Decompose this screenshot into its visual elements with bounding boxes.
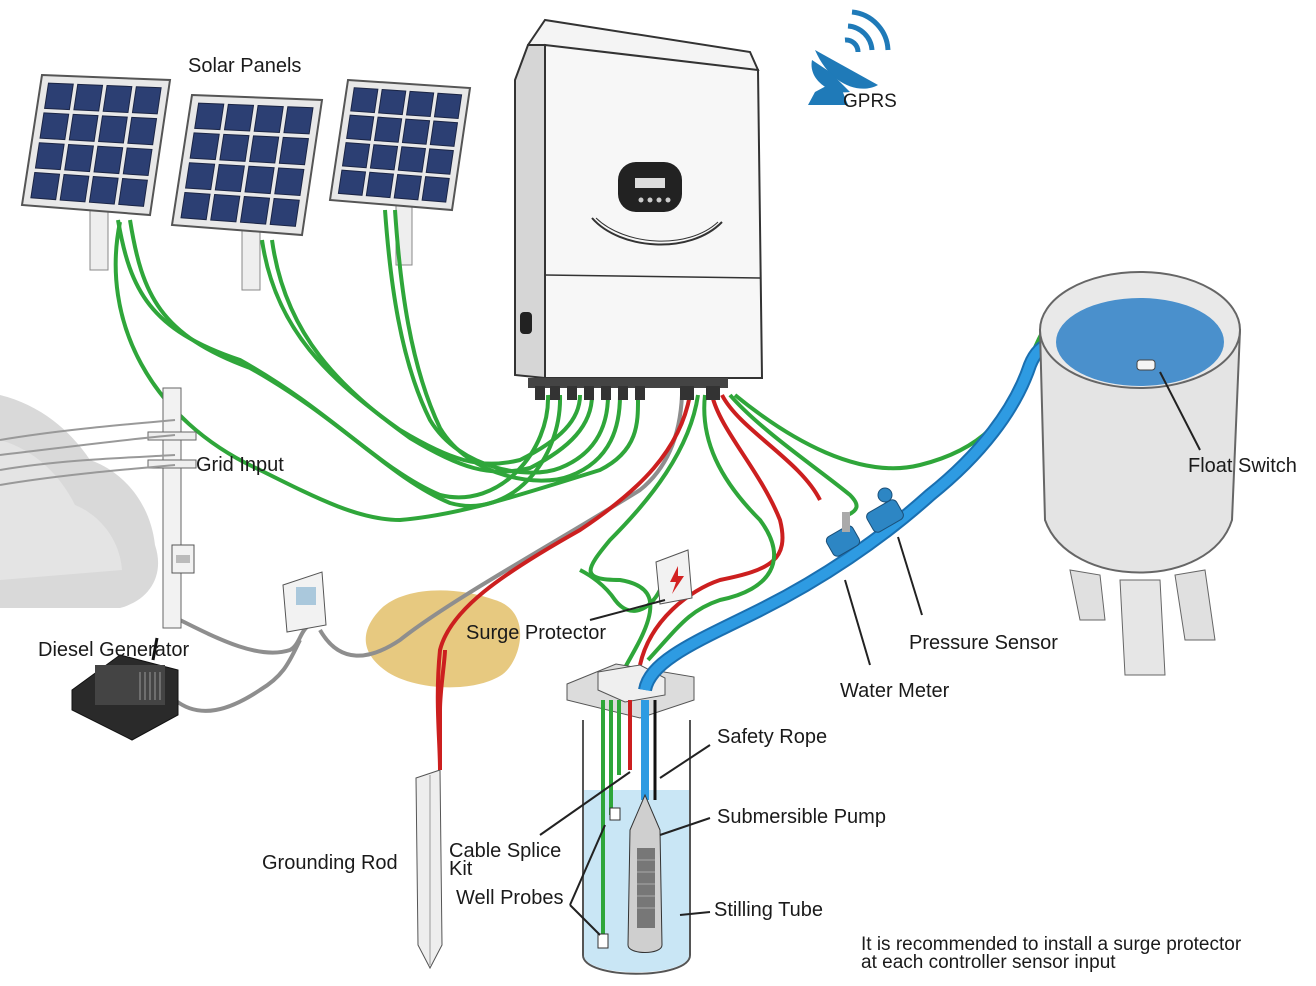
label-grid-input: Grid Input	[196, 454, 284, 476]
water-meter-leader	[844, 579, 871, 666]
tank-water	[1056, 298, 1224, 386]
solar-cell	[337, 169, 367, 196]
solar-cell	[397, 146, 427, 173]
cloud-shape-inner	[0, 440, 122, 580]
solar-cell	[93, 145, 124, 175]
label-grounding-rod: Grounding Rod	[262, 852, 398, 874]
solar-cell	[59, 174, 90, 203]
solar-cell	[341, 142, 371, 169]
solar-cell	[210, 194, 241, 223]
float-switch-device	[1136, 359, 1156, 371]
note-line-2: at each controller sensor input	[861, 952, 1116, 974]
solar-cell	[98, 115, 128, 144]
label-float-switch: Float Switch	[1188, 455, 1297, 477]
solar-cables	[113, 209, 641, 523]
solar-cell	[373, 116, 403, 143]
solar-cell	[253, 105, 284, 133]
solar-cell	[393, 173, 422, 201]
well-probe-high	[609, 807, 621, 821]
solar-cell	[73, 83, 104, 112]
label-diesel-generator: Diesel Generator	[38, 639, 190, 661]
solar-cell	[249, 135, 280, 164]
solar-cell	[34, 142, 65, 171]
submersible-pump	[627, 793, 663, 953]
solar-cell	[346, 114, 375, 141]
solar-cell	[131, 86, 162, 115]
solar-cell	[378, 89, 407, 116]
recommendation-note: It is recommended to install a surge pro…	[861, 934, 1242, 974]
surge-protector-box	[589, 549, 693, 621]
solar-cell	[39, 112, 70, 141]
solar-cell	[189, 132, 220, 161]
label-submersible-pump: Submersible Pump	[717, 806, 886, 828]
label-safety-rope: Safety Rope	[717, 726, 828, 748]
solar-cell	[64, 143, 94, 173]
utility-pole	[0, 387, 197, 629]
solar-cell	[365, 171, 395, 199]
solar-cell	[68, 113, 99, 142]
label-water-meter: Water Meter	[840, 680, 950, 702]
solar-cell	[369, 144, 399, 171]
solar-cell	[425, 148, 454, 175]
solar-cell	[194, 102, 225, 131]
label-well-probes: Well Probes	[456, 887, 564, 909]
solar-cell	[274, 167, 305, 197]
label-cable-splice-kit: Cable Splice Kit	[449, 840, 562, 881]
label-stilling-tube: Stilling Tube	[714, 899, 823, 921]
solar-panel-2	[170, 93, 324, 291]
solar-cell	[180, 192, 211, 221]
solar-cell	[30, 172, 61, 201]
solar-cell	[278, 136, 310, 166]
solar-cell	[401, 118, 431, 145]
pressure-sensor-device	[866, 487, 904, 533]
pressure-sensor-leader	[897, 536, 923, 616]
solar-cell	[184, 162, 216, 191]
controller-connectors	[528, 378, 728, 400]
solar-cell	[127, 116, 158, 146]
solar-cell	[88, 176, 119, 205]
solar-cell	[244, 165, 275, 195]
label-pressure-sensor: Pressure Sensor	[909, 632, 1058, 654]
grounding-rod	[415, 649, 447, 970]
water-meter-device	[825, 512, 861, 557]
solar-cell	[219, 133, 250, 162]
label-gprs: GPRS	[843, 91, 897, 112]
solar-cell	[118, 177, 148, 207]
solar-cell	[102, 85, 133, 113]
solar-cell	[433, 92, 463, 119]
solar-cell	[283, 106, 314, 135]
solar-cell	[269, 197, 300, 227]
satellite-dish-icon	[808, 9, 891, 105]
label-solar-panels: Solar Panels	[188, 55, 302, 77]
solar-cell	[421, 176, 450, 203]
solar-panel-3	[328, 78, 472, 266]
solar-cell	[214, 163, 245, 193]
water-pipe	[638, 335, 1076, 692]
grid-switch-box	[282, 571, 327, 633]
solar-cell	[429, 120, 459, 147]
label-surge-protector: Surge Protector	[466, 622, 607, 644]
solar-cell	[405, 90, 435, 118]
water-tank	[1038, 271, 1242, 676]
lightning-bolt-icon	[670, 566, 684, 594]
diesel-generator	[71, 637, 179, 741]
grid-cables	[173, 394, 684, 713]
solar-cell	[44, 82, 74, 111]
solar-cell	[350, 87, 379, 114]
solar-cell	[122, 147, 153, 177]
pump-controller	[514, 18, 764, 400]
well	[539, 663, 711, 975]
solar-cell	[223, 103, 255, 132]
solar-cell	[239, 196, 271, 225]
solar-panel-1	[20, 73, 172, 271]
well-probe-low	[597, 933, 609, 949]
note-line-1: It is recommended to install a surge pro…	[861, 934, 1242, 955]
